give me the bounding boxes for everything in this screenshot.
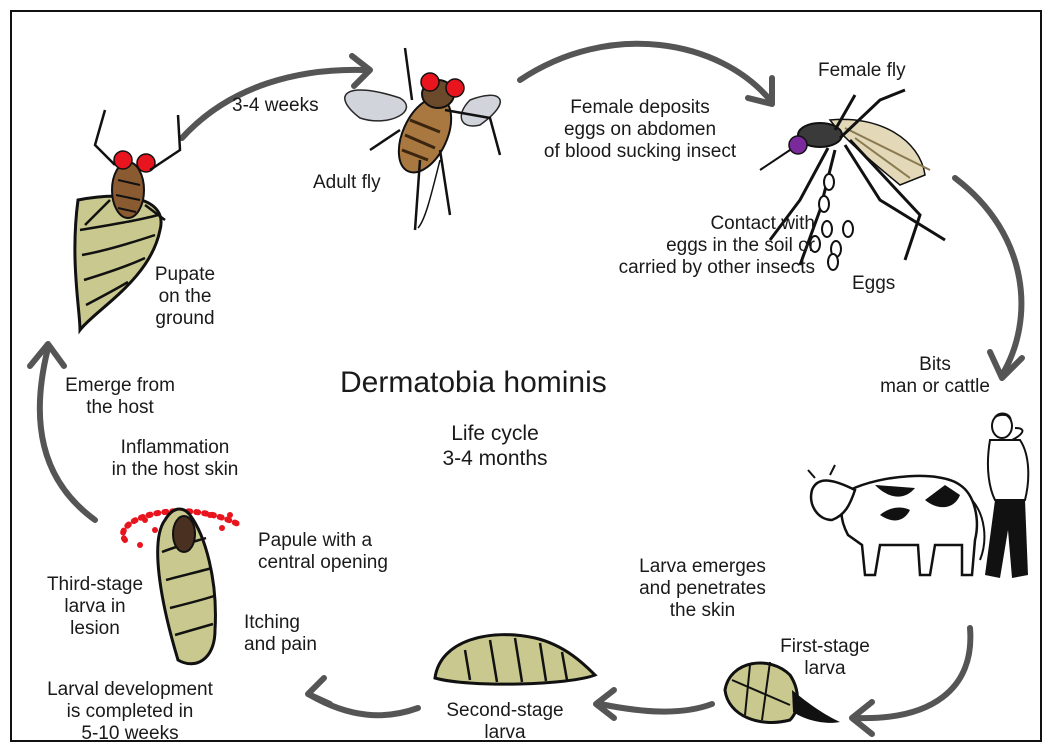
label-inflammation: Inflammation in the host skin	[90, 437, 260, 481]
arrow-first-to-second-larva	[600, 704, 712, 712]
egg-icon	[819, 196, 829, 212]
arrowhead-6	[308, 678, 330, 704]
label-larval-development: Larval development is completed in 5-10 …	[20, 679, 240, 745]
arrow-female-to-host	[955, 178, 1021, 375]
label-eggs: Eggs	[852, 273, 895, 295]
egg-icon	[824, 174, 834, 190]
label-papule: Papule with a central opening	[258, 530, 388, 574]
label-female-fly: Female fly	[818, 60, 906, 82]
label-third-stage: Third-stage larva in lesion	[30, 574, 160, 640]
label-three-four-weeks: 3-4 weeks	[232, 95, 319, 117]
label-itching: Itching and pain	[244, 612, 317, 656]
label-female-deposits: Female deposits eggs on abdomen of blood…	[520, 97, 760, 163]
label-larva-emerges: Larva emerges and penetrates the skin	[620, 556, 785, 622]
second-stage-larva-icon	[435, 635, 595, 685]
label-contact-eggs: Contact with eggs in the soil or carried…	[600, 213, 815, 279]
egg-icon	[843, 221, 853, 237]
label-adult-fly: Adult fly	[313, 172, 381, 194]
egg-icon	[822, 221, 832, 237]
label-second-stage: Second-stage larva	[425, 700, 585, 744]
label-emerge: Emerge from the host	[55, 375, 185, 419]
arrow-third-to-pupa	[40, 348, 95, 520]
cow-icon	[808, 465, 984, 575]
man-icon	[985, 413, 1028, 579]
label-pupate: Pupate on the ground	[135, 264, 235, 330]
diagram-title: Dermatobia hominis	[340, 366, 607, 400]
arrow-adult-to-female	[520, 44, 770, 100]
diagram-subtitle: Life cycle 3-4 months	[430, 421, 560, 471]
label-bits: Bits man or cattle	[860, 354, 1010, 398]
label-first-stage: First-stage larva	[760, 636, 890, 680]
egg-icon	[828, 254, 838, 270]
